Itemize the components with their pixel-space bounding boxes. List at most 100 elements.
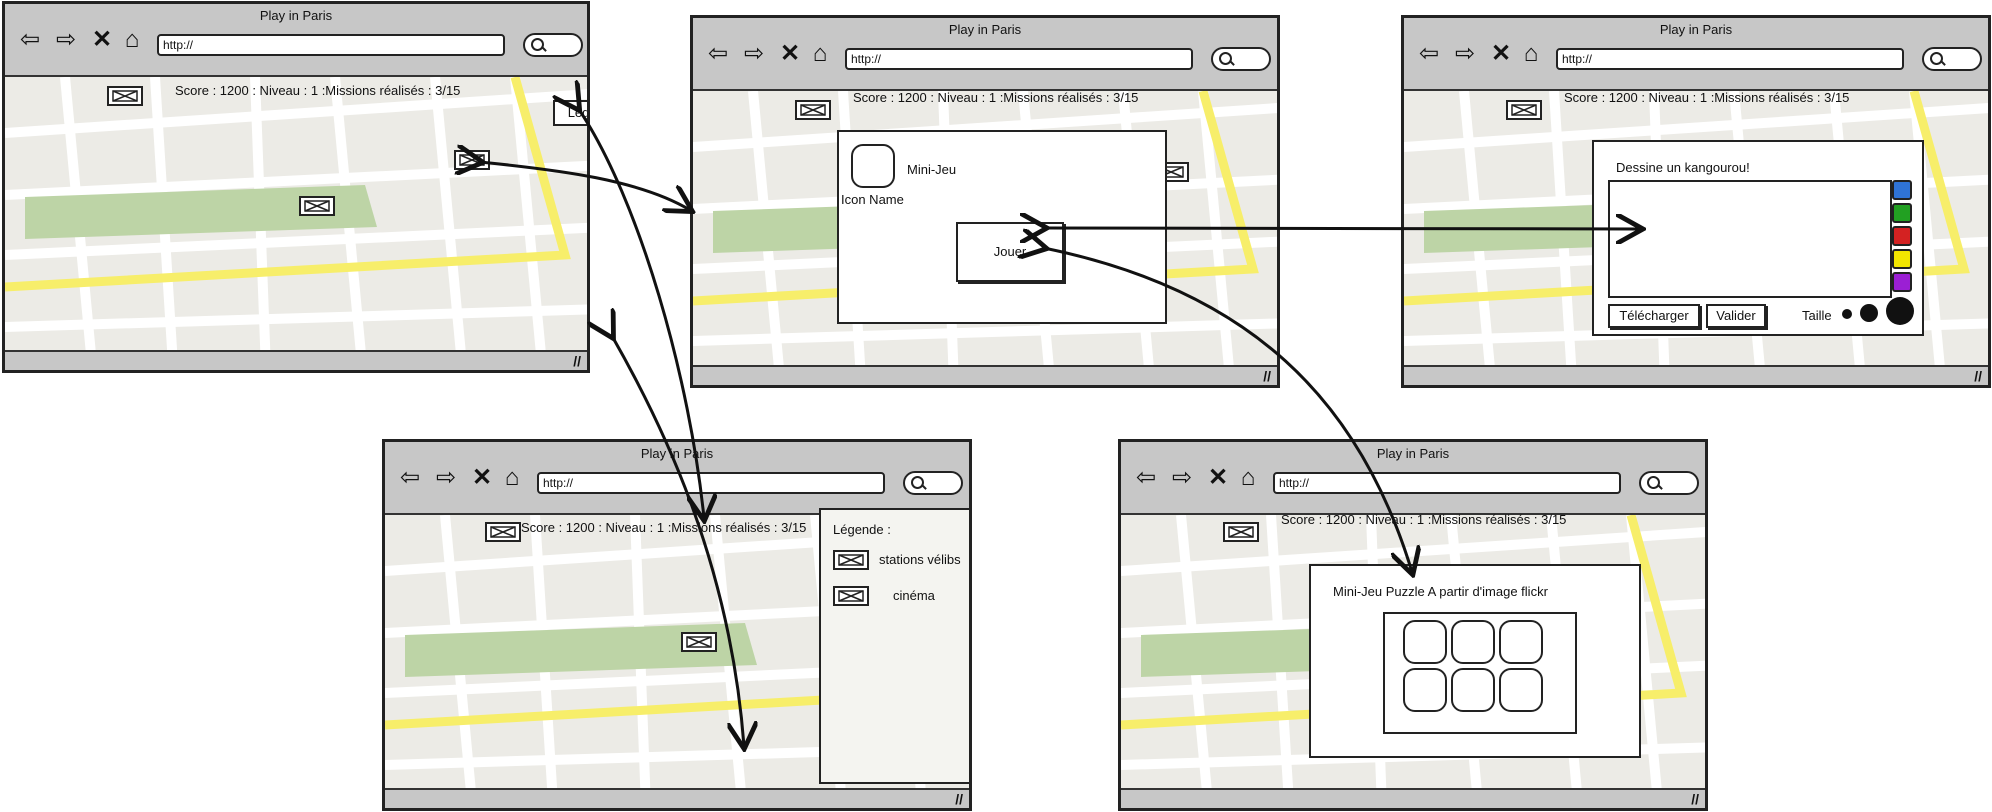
window-title: Play in Paris <box>948 22 1022 37</box>
brush-size-small[interactable] <box>1842 309 1852 319</box>
url-field[interactable]: http:// <box>845 48 1193 70</box>
map-street <box>1549 91 1577 365</box>
brush-size-medium[interactable] <box>1860 304 1878 322</box>
drawing-prompt: Dessine un kangourou! <box>1616 160 1750 175</box>
puzzle-tile[interactable] <box>1403 668 1447 712</box>
placeholder-cross <box>1511 104 1537 116</box>
map-pin-image-placeholder-icon[interactable] <box>485 522 521 542</box>
map-street <box>5 222 587 260</box>
color-swatch-yellow[interactable] <box>1892 249 1912 269</box>
arrow-right-icon[interactable]: ⇨ <box>743 40 765 67</box>
search-field[interactable] <box>1922 47 1982 71</box>
map-street <box>5 89 587 138</box>
arrow-left-icon[interactable]: ⇦ <box>19 26 41 53</box>
image-placeholder-icon <box>838 554 864 566</box>
arrow-play-to-puzzle <box>1044 248 1412 572</box>
map-street <box>330 77 366 350</box>
search-field[interactable] <box>1639 471 1699 495</box>
drawing-canvas[interactable] <box>1608 180 1892 298</box>
image-placeholder-icon <box>1511 104 1537 116</box>
score-line: Score : 1200 : Niveau : 1 :Missions réal… <box>853 90 1139 105</box>
puzzle-tile[interactable] <box>1499 668 1543 712</box>
search-field[interactable] <box>523 33 583 57</box>
url-field[interactable]: http:// <box>157 34 505 56</box>
map-street <box>150 77 178 350</box>
map-pin-image-placeholder-icon[interactable] <box>107 86 143 106</box>
image-placeholder-icon <box>304 200 330 212</box>
color-swatch-green[interactable] <box>1892 203 1912 223</box>
minigame-icon <box>851 144 895 188</box>
map-pin-image-placeholder-icon[interactable] <box>795 100 831 120</box>
browser-window-minigame: Play in Paris ⇦ ⇨ ✕ ⌂ http:// // Score :… <box>690 15 1280 388</box>
browser-toolbar: Play in Paris ⇦ ⇨ ✕ ⌂ http:// <box>1404 18 1988 91</box>
validate-button[interactable]: Valider <box>1706 304 1766 328</box>
placeholder-cross <box>838 554 864 566</box>
size-label: Taille <box>1802 308 1832 323</box>
search-icon <box>1219 52 1232 65</box>
browser-window-puzzle: Play in Paris ⇦ ⇨ ✕ ⌂ http:// // Score :… <box>1118 439 1708 811</box>
arrow-map-to-minigame <box>480 162 690 210</box>
puzzle-board[interactable] <box>1383 612 1577 734</box>
search-icon <box>531 38 544 51</box>
close-icon[interactable]: ✕ <box>1490 40 1512 67</box>
map-pin-image-placeholder-icon[interactable] <box>299 196 335 216</box>
resize-grip-icon[interactable]: // <box>1974 368 1982 384</box>
image-placeholder-icon <box>112 90 138 102</box>
color-swatch-purple[interactable] <box>1892 272 1912 292</box>
placeholder-cross <box>838 590 864 602</box>
legend-image-placeholder-icon <box>833 586 869 606</box>
home-icon[interactable]: ⌂ <box>812 40 828 67</box>
legend-title: Légende : <box>833 522 891 537</box>
placeholder-frame <box>800 104 826 116</box>
image-placeholder-icon <box>838 590 864 602</box>
brush-size-large[interactable] <box>1886 297 1914 325</box>
color-swatch-blue[interactable] <box>1892 180 1912 200</box>
download-button[interactable]: Télécharger <box>1608 304 1700 328</box>
puzzle-tile[interactable] <box>1403 620 1447 664</box>
status-bar: // <box>1121 788 1705 808</box>
close-icon[interactable]: ✕ <box>471 464 493 491</box>
puzzle-tile[interactable] <box>1499 620 1543 664</box>
minigame-title: Mini-Jeu <box>907 162 957 177</box>
legend-item: cinéma <box>893 588 935 603</box>
status-bar: // <box>1404 365 1988 385</box>
search-icon <box>911 476 924 489</box>
arrow-left-icon[interactable]: ⇦ <box>399 464 421 491</box>
color-swatch-red[interactable] <box>1892 226 1912 246</box>
image-placeholder-icon <box>490 526 516 538</box>
arrow-left-icon[interactable]: ⇦ <box>1418 40 1440 67</box>
icon-name-label: Icon Name <box>841 192 904 207</box>
close-icon[interactable]: ✕ <box>779 40 801 67</box>
puzzle-tile[interactable] <box>1451 620 1495 664</box>
score-line: Score : 1200 : Niveau : 1 :Missions réal… <box>1564 90 1850 105</box>
search-icon <box>1647 476 1660 489</box>
search-field[interactable] <box>903 471 963 495</box>
puzzle-tile[interactable] <box>1451 668 1495 712</box>
arrow-right-icon[interactable]: ⇨ <box>55 26 77 53</box>
search-field[interactable] <box>1211 47 1271 71</box>
legend-image-placeholder-icon <box>833 550 869 570</box>
legend-item: stations vélibs <box>879 552 961 567</box>
map-street <box>430 77 466 350</box>
placeholder-cross <box>490 526 516 538</box>
placeholder-cross <box>800 104 826 116</box>
arrow-right-icon[interactable]: ⇨ <box>1454 40 1476 67</box>
close-icon[interactable]: ✕ <box>91 26 113 53</box>
window-title: Play in Paris <box>259 8 333 23</box>
window-title: Play in Paris <box>1659 22 1733 37</box>
map-street <box>250 77 271 350</box>
placeholder-frame <box>1511 104 1537 116</box>
arrow-map-to-legend-map <box>612 336 744 746</box>
resize-grip-icon[interactable]: // <box>955 791 963 807</box>
home-icon[interactable]: ⌂ <box>124 26 140 53</box>
url-field[interactable]: http:// <box>1556 48 1904 70</box>
resize-grip-icon[interactable]: // <box>1691 791 1699 807</box>
home-icon[interactable]: ⌂ <box>1523 40 1539 67</box>
placeholder-frame <box>838 590 864 602</box>
home-icon[interactable]: ⌂ <box>504 464 520 491</box>
arrow-left-icon[interactable]: ⇦ <box>707 40 729 67</box>
map-main-road <box>1121 515 1687 730</box>
map-pin-image-placeholder-icon[interactable] <box>1506 100 1542 120</box>
placeholder-frame <box>304 200 330 212</box>
arrow-right-icon[interactable]: ⇨ <box>435 464 457 491</box>
